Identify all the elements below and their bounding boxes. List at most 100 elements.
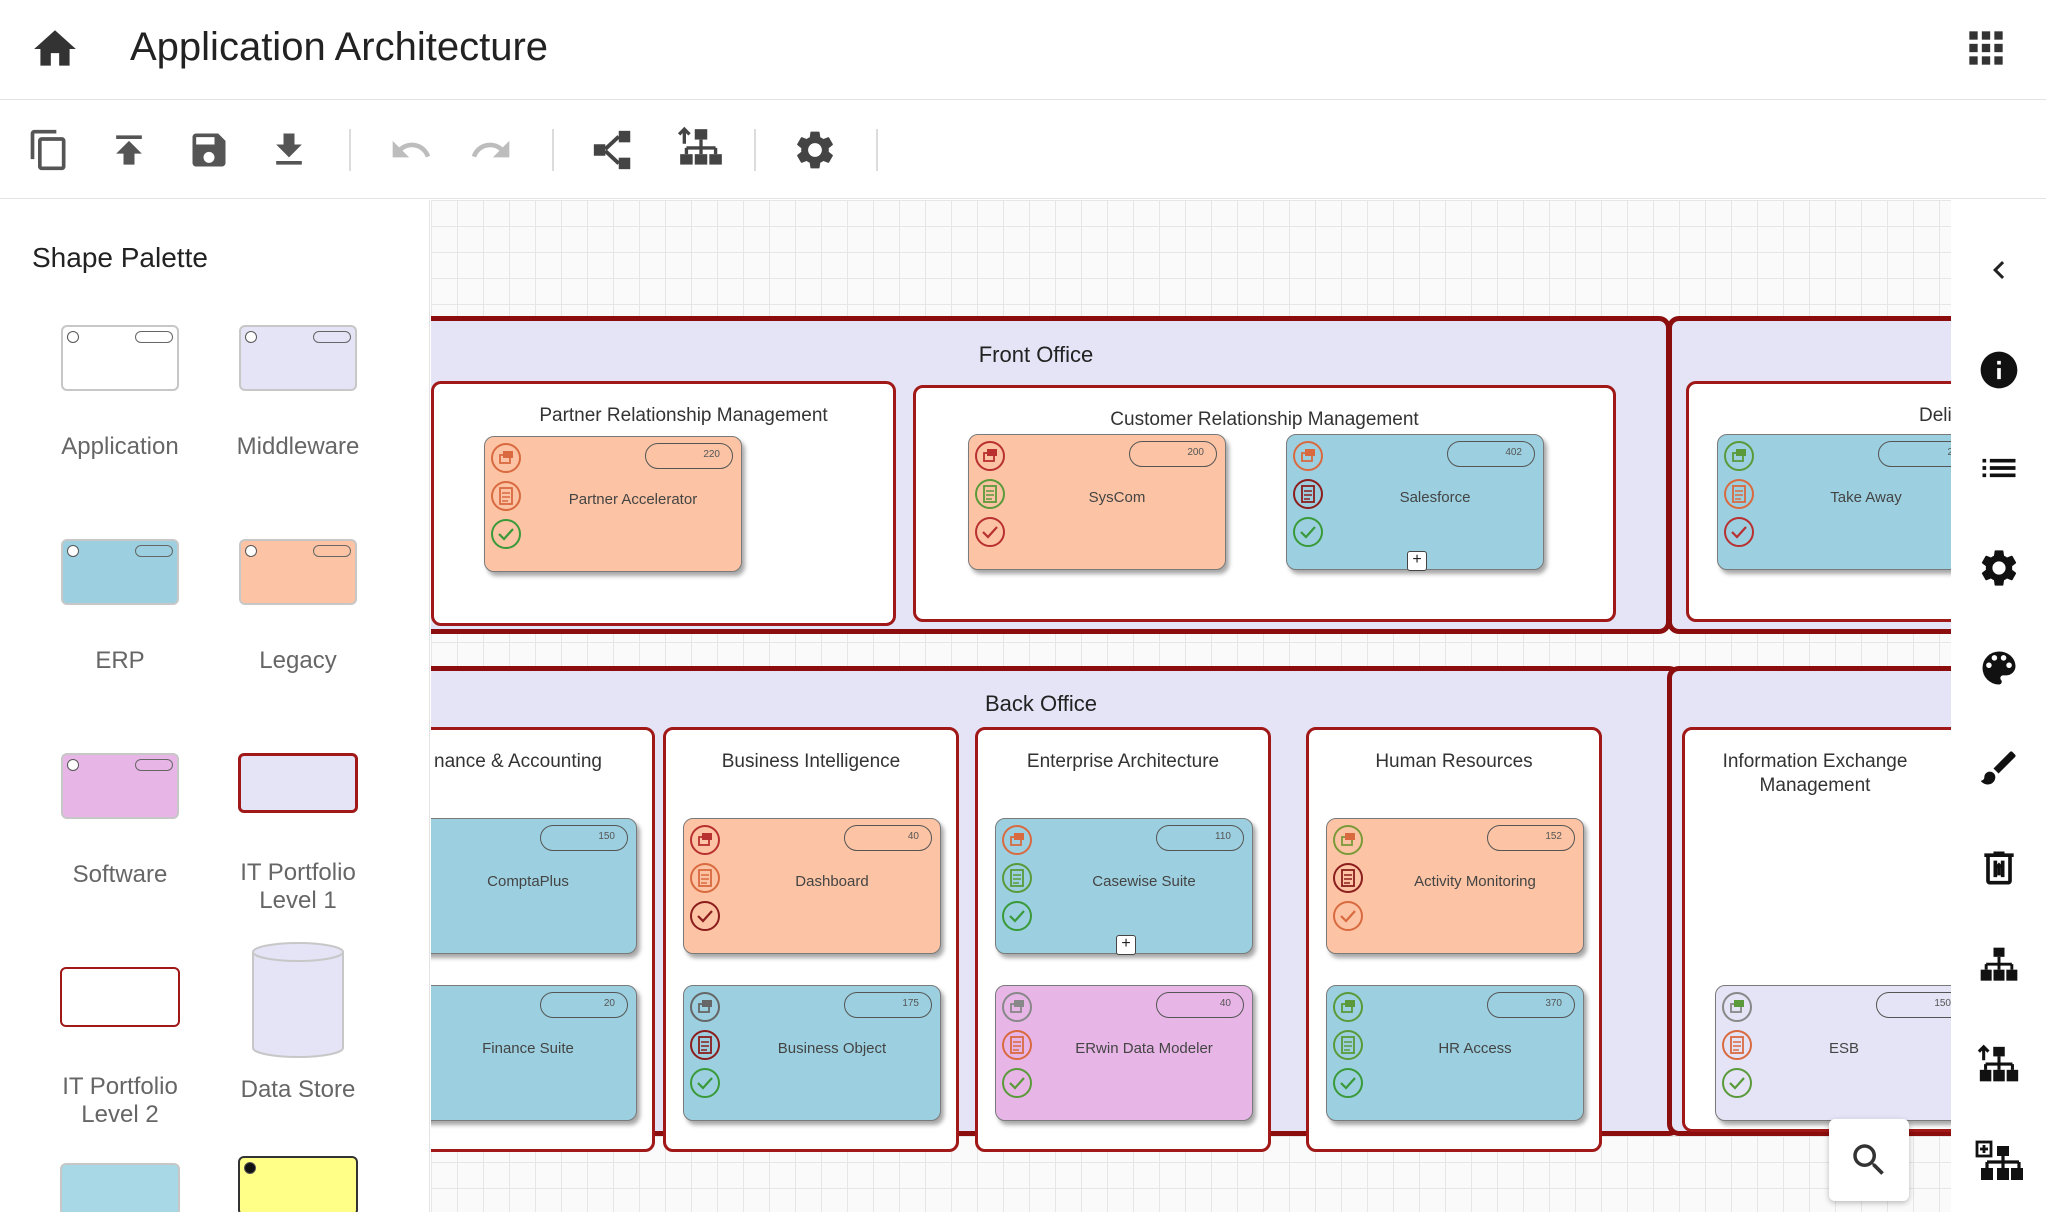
palette-item-legacy[interactable]: Legacy: [208, 539, 388, 675]
count-badge: 175: [844, 992, 932, 1018]
clipboard-icon: [1724, 479, 1754, 509]
subgroup-partner-relationship-management[interactable]: Partner Relationship Management 220 Part…: [431, 381, 896, 626]
count-badge: 150: [1876, 992, 1951, 1018]
copy-icon[interactable]: [24, 125, 74, 175]
palette-item-software[interactable]: Software: [30, 753, 210, 889]
upload-icon[interactable]: [104, 125, 154, 175]
palette-item-data-store[interactable]: Data Store: [208, 940, 388, 1104]
palette-item-label: Middleware: [236, 433, 360, 460]
info-icon[interactable]: [1975, 346, 2023, 394]
palette-item-extra-blue[interactable]: [30, 1163, 210, 1212]
subgroup-customer-relationship-management[interactable]: Customer Relationship Management 200 Sys…: [913, 385, 1616, 622]
clipboard-icon: [1002, 1030, 1032, 1060]
palette-icon[interactable]: [1975, 644, 2023, 692]
app-casewise-suite[interactable]: 110 Casewise Suite +: [995, 818, 1253, 955]
check-circle-icon: [1722, 1068, 1752, 1098]
collapse-chevron-icon[interactable]: [1975, 246, 2023, 294]
app-activity-monitoring[interactable]: 152 Activity Monitoring: [1326, 818, 1584, 954]
app-name: SysCom: [1088, 489, 1146, 506]
check-circle-icon: [1002, 1068, 1032, 1098]
clipboard-icon: [1002, 863, 1032, 893]
app-esb[interactable]: 150 ESB: [1715, 985, 1951, 1121]
window-icon: [690, 825, 720, 855]
undo-icon[interactable]: [386, 125, 436, 175]
window-icon: [491, 443, 521, 473]
apps-grid-icon[interactable]: [1966, 28, 2006, 68]
count-badge: 402: [1447, 441, 1535, 467]
expand-plus-icon[interactable]: +: [1116, 935, 1136, 955]
app-take-away[interactable]: 2 Take Away: [1717, 434, 1951, 570]
group-front-office[interactable]: Front Office Partner Relationship Manage…: [431, 316, 1671, 634]
hierarchy-add-icon[interactable]: [1975, 1140, 2023, 1188]
brush-icon[interactable]: [1975, 744, 2023, 792]
window-icon: [975, 441, 1005, 471]
app-hr-access[interactable]: 370 HR Access: [1326, 985, 1584, 1121]
group-back-office[interactable]: Back Office nance & Accounting 150 Compt…: [431, 666, 1681, 1152]
app-business-object[interactable]: 175 Business Object: [683, 985, 941, 1121]
page-title: Application Architecture: [130, 25, 549, 69]
clipboard-icon: [690, 863, 720, 893]
save-icon[interactable]: [184, 125, 234, 175]
app-partner-accelerator[interactable]: 220 Partner Accelerator: [484, 436, 742, 572]
subgroup-finance-accounting[interactable]: nance & Accounting 150 ComptaPlus 20 Fin…: [431, 727, 655, 1152]
settings-icon[interactable]: [1975, 544, 2023, 592]
hierarchy-up-icon[interactable]: [676, 125, 726, 175]
expand-plus-icon[interactable]: +: [1407, 551, 1427, 571]
clipboard-icon: [690, 1030, 720, 1060]
shape-palette: Shape Palette Application Middleware ERP…: [0, 200, 430, 1212]
app-dashboard[interactable]: 40 Dashboard: [683, 818, 941, 954]
it-portfolio-level-1-shape: [238, 753, 358, 813]
subgroup-title: Enterprise Architecture: [1026, 751, 1220, 772]
palette-item-it-portfolio-level-2[interactable]: IT Portfolio Level 2: [30, 967, 210, 1129]
window-icon: [1293, 441, 1323, 471]
download-icon[interactable]: [264, 125, 314, 175]
check-circle-icon: [690, 1068, 720, 1098]
data-store-shape: [252, 942, 344, 1058]
window-icon: [1722, 992, 1752, 1022]
list-icon[interactable]: [1975, 444, 2023, 492]
app-finance-suite[interactable]: 20 Finance Suite: [431, 985, 637, 1121]
palette-item-label: Legacy: [259, 647, 337, 674]
subgroup-enterprise-architecture[interactable]: Enterprise Architecture 110 Casewise Sui…: [975, 727, 1271, 1152]
diagram-canvas[interactable]: Front Office Partner Relationship Manage…: [431, 200, 1951, 1212]
palette-item-it-portfolio-level-1[interactable]: IT Portfolio Level 1: [208, 753, 388, 915]
home-icon[interactable]: [30, 24, 80, 74]
group-back-office-right[interactable]: Information Exchange Management 150 ESB: [1667, 666, 1951, 1136]
group-title: Front Office: [978, 342, 1094, 367]
subgroup-human-resources[interactable]: Human Resources 152 Activity Monitoring …: [1306, 727, 1602, 1152]
check-circle-icon: [1333, 901, 1363, 931]
subgroup-title: nance & Accounting: [434, 751, 602, 772]
palette-item-label: IT Portfolio Level 2: [62, 1073, 178, 1128]
group-title: Back Office: [984, 691, 1098, 716]
app-header: Application Architecture: [0, 0, 2046, 100]
hierarchy-up-icon[interactable]: [1975, 1042, 2023, 1090]
check-circle-icon: [1293, 517, 1323, 547]
redo-icon[interactable]: [466, 125, 516, 175]
count-badge: 220: [645, 443, 733, 469]
toolbar-divider: [552, 129, 554, 171]
settings-icon[interactable]: [790, 125, 840, 175]
count-badge: 200: [1129, 441, 1217, 467]
app-salesforce[interactable]: 402 Salesforce +: [1286, 434, 1544, 571]
subgroup-delivery[interactable]: Deli 2 Take Away: [1686, 381, 1951, 622]
app-comptaplus[interactable]: 150 ComptaPlus: [431, 818, 637, 954]
palette-item-label: Application: [61, 433, 179, 460]
subgroup-business-intelligence[interactable]: Business Intelligence 40 Dashboard 175 B…: [663, 727, 959, 1152]
group-delivery[interactable]: Deli 2 Take Away: [1667, 316, 1951, 634]
palette-item-middleware[interactable]: Middleware: [208, 325, 388, 461]
window-icon: [1002, 992, 1032, 1022]
app-syscom[interactable]: 200 SysCom: [968, 434, 1226, 570]
palette-item-erp[interactable]: ERP: [30, 539, 210, 675]
share-diagram-icon[interactable]: [588, 125, 638, 175]
app-erwin-data-modeler[interactable]: 40 ERwin Data Modeler: [995, 985, 1253, 1121]
clipboard-icon: [1293, 479, 1323, 509]
app-name: Salesforce: [1399, 489, 1471, 506]
palette-item-note[interactable]: [208, 1156, 388, 1212]
zoom-search-button[interactable]: [1829, 1119, 1909, 1201]
delete-icon[interactable]: [1975, 844, 2023, 892]
palette-item-application[interactable]: Application: [30, 325, 210, 461]
clipboard-icon: [1333, 1030, 1363, 1060]
hierarchy-icon[interactable]: [1975, 942, 2023, 990]
clipboard-icon: [1333, 863, 1363, 893]
subgroup-information-exchange-management[interactable]: Information Exchange Management 150 ESB: [1682, 727, 1951, 1132]
